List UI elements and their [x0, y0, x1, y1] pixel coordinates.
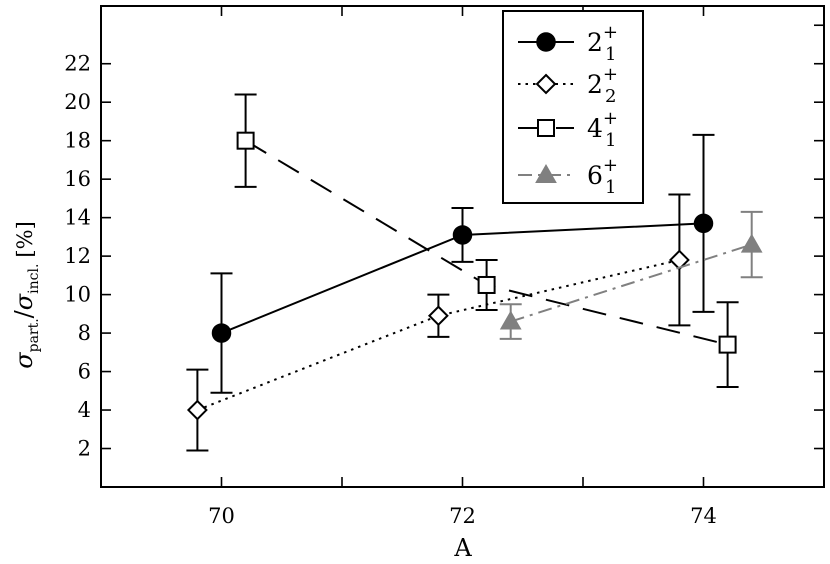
y-tick-label: 8 [78, 321, 91, 345]
data-point [740, 233, 763, 253]
data-point [427, 305, 449, 327]
data-point [499, 310, 522, 330]
legend-marker [535, 73, 557, 95]
series-layer [186, 93, 763, 452]
x-tick-label: 74 [690, 504, 717, 528]
svg-text:σpart./σincl.[%]: σpart./σincl.[%] [10, 221, 42, 369]
y-axis-label: σpart./σincl.[%] [10, 221, 42, 369]
series-line [245, 139, 728, 346]
legend-label: 2+2 [587, 64, 618, 107]
y-tick-label: 6 [78, 360, 91, 384]
data-point [668, 249, 690, 271]
legend-marker [536, 32, 556, 52]
y-tick-label: 4 [78, 398, 91, 422]
data-point [186, 399, 208, 421]
y-tick-label: 2 [78, 437, 91, 461]
y-tick-label: 14 [64, 206, 91, 230]
data-point [693, 213, 714, 234]
legend-marker [535, 163, 557, 183]
legend-label: 4+1 [587, 108, 618, 151]
x-axis-label: A [453, 534, 472, 562]
y-tick-label: 16 [64, 167, 91, 191]
axis-layer: 2 4 6 8 10 12 14 16 18 20 22 70 72 74 [64, 5, 825, 528]
data-point [236, 131, 255, 150]
x-tick-label: 72 [449, 504, 476, 528]
series-1 [186, 193, 691, 452]
series-3 [499, 210, 763, 340]
data-point [452, 225, 473, 245]
legend-label: 2+1 [587, 22, 618, 65]
data-point [477, 275, 496, 294]
y-tick-label: 10 [64, 283, 91, 307]
y-tick-label: 20 [64, 90, 91, 114]
series-2 [234, 93, 739, 388]
y-tick-label: 18 [64, 129, 91, 153]
legend-label: 6+1 [587, 155, 618, 198]
x-tick-label: 70 [208, 504, 235, 528]
legend-marker [537, 119, 555, 137]
data-point [211, 323, 232, 343]
y-tick-label: 12 [64, 244, 91, 268]
series-line [510, 243, 753, 323]
legend: 2+12+24+1 6+1 [502, 10, 644, 204]
series-0 [210, 133, 715, 394]
y-tick-label: 22 [64, 52, 91, 76]
data-point [718, 335, 737, 354]
